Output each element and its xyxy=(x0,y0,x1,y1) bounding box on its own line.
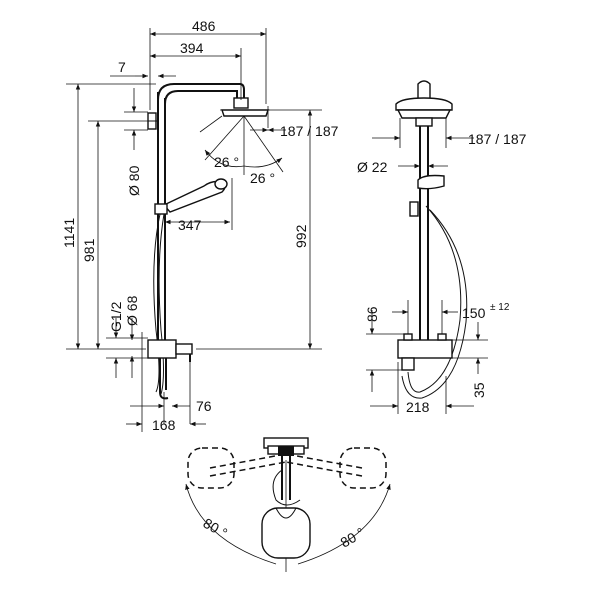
shower-arm-outer xyxy=(157,83,245,101)
dim-168: 168 xyxy=(152,417,176,433)
dim-981: 981 xyxy=(81,238,97,262)
shower-arm-inner xyxy=(164,90,238,105)
swivel-line-right xyxy=(285,453,363,469)
side-hose-outer xyxy=(407,205,462,393)
spray-ray-right-outer xyxy=(243,115,284,173)
swivel-arc-left xyxy=(185,483,277,565)
side-mixer-body xyxy=(397,339,453,359)
dim-992: 992 xyxy=(293,224,309,248)
mixer-body xyxy=(147,339,177,359)
swivel-line-left-2 xyxy=(209,461,287,477)
hose-inner xyxy=(158,213,165,395)
dim-tolerance-12: ± 12 xyxy=(490,302,510,313)
slider-holder xyxy=(154,203,168,215)
dim-76: 76 xyxy=(196,398,212,414)
swivel-position-right xyxy=(339,447,387,489)
dim-g12: G1/2 xyxy=(108,301,124,332)
top-view xyxy=(185,437,391,572)
dim-diam-68: Ø 68 xyxy=(124,295,140,326)
side-bracket xyxy=(415,117,433,127)
top-head-detail xyxy=(275,507,297,519)
side-hose-inner xyxy=(401,209,468,399)
front-dimensions: 486 394 7 1141 981 Ø 80 187 / 187 xyxy=(61,18,339,433)
angle-arc-left xyxy=(204,149,245,168)
dim-86: 86 xyxy=(364,306,380,322)
side-hand-shower xyxy=(417,174,445,190)
dim-187-side: 187 / 187 xyxy=(468,131,527,147)
hand-shower-face xyxy=(214,178,228,190)
side-dimensions: 187 / 187 Ø 22 86 150 ± 12 35 218 xyxy=(357,118,527,415)
dim-swivel-left: 80 ° xyxy=(201,515,231,541)
front-view xyxy=(141,83,270,400)
top-mixer-handle xyxy=(278,446,294,456)
side-spout xyxy=(401,357,415,371)
dim-187-front: 187 / 187 xyxy=(280,123,339,139)
spout xyxy=(159,358,169,400)
dim-angle-26-right: 26 ° xyxy=(250,170,275,186)
swivel-line-left xyxy=(209,453,287,469)
side-head-top xyxy=(417,80,431,101)
swivel-position-left xyxy=(187,447,235,489)
top-hose xyxy=(272,469,301,506)
angle-arc-right xyxy=(243,157,283,168)
dim-diam-22: Ø 22 xyxy=(357,159,388,175)
hose-outer xyxy=(153,213,161,393)
dim-1141: 1141 xyxy=(61,218,77,248)
side-slider xyxy=(409,201,419,217)
dim-diam-80: Ø 80 xyxy=(126,165,142,196)
side-mixer-right-inlet xyxy=(437,333,447,341)
dim-35: 35 xyxy=(471,382,487,398)
swivel-arc-right xyxy=(297,483,391,565)
swivel-line-right-2 xyxy=(285,461,363,477)
top-overhead-head xyxy=(261,507,311,559)
side-overhead-head xyxy=(395,97,453,111)
dim-486: 486 xyxy=(192,18,216,34)
dim-218: 218 xyxy=(406,399,430,415)
dim-angle-26-left: 26 ° xyxy=(214,154,239,170)
dim-394: 394 xyxy=(180,40,204,56)
side-head-face xyxy=(396,109,452,119)
dim-347: 347 xyxy=(178,217,202,233)
dim-7: 7 xyxy=(118,59,126,75)
side-view xyxy=(395,80,468,399)
dim-150: 150 xyxy=(462,305,486,321)
mixer-handle xyxy=(175,343,193,355)
spray-ray-left-top xyxy=(199,115,223,133)
side-mixer-left-inlet xyxy=(403,333,413,341)
spray-ray-left-outer xyxy=(204,115,245,161)
overhead-shower-head xyxy=(221,109,269,117)
